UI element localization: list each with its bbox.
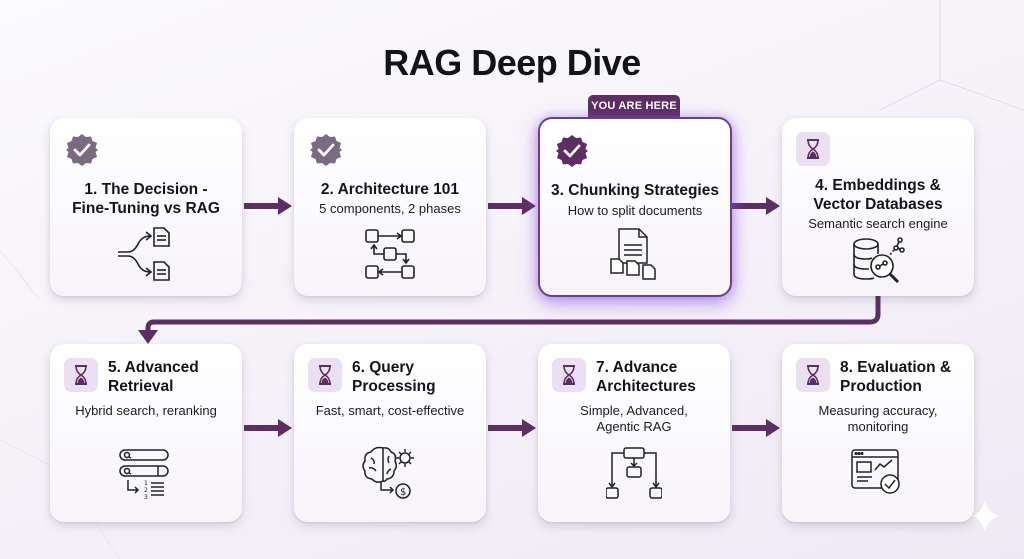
- step-title: 4. Embeddings &Vector Databases: [813, 177, 943, 213]
- hourglass-icon: [308, 358, 342, 392]
- document-split-icon: [609, 227, 661, 281]
- arrow-2-to-3: [488, 197, 536, 215]
- arrow-6-to-7: [488, 419, 536, 437]
- step-subtitle: Fast, smart, cost-effective: [315, 403, 465, 418]
- search-rerank-icon: 1 2 3: [118, 448, 174, 504]
- check-badge-icon: [66, 134, 98, 166]
- step-subtitle: How to split documents: [567, 203, 703, 218]
- svg-text:2: 2: [144, 487, 148, 494]
- hierarchy-icon: [606, 446, 662, 502]
- arrow-4-to-5: [138, 296, 881, 344]
- svg-text:1: 1: [144, 480, 148, 487]
- step-card-1[interactable]: 1. The Decision -Fine-Tuning vs RAG: [50, 118, 242, 296]
- svg-text:3: 3: [144, 494, 148, 501]
- arrow-3-to-4: [732, 197, 780, 215]
- step-title: 8. Evaluation &Production: [840, 359, 952, 395]
- step-title: 2. Architecture 101: [320, 181, 460, 198]
- step-subtitle: Simple, Advanced,Agentic RAG: [580, 403, 688, 434]
- step-subtitle: Measuring accuracy,monitoring: [818, 403, 938, 434]
- step-title: 1. The Decision -Fine-Tuning vs RAG: [72, 181, 220, 217]
- brain-gear-cost-icon: $: [361, 444, 419, 500]
- arrow-5-to-6: [244, 419, 292, 437]
- arrow-1-to-2: [244, 197, 292, 215]
- fork-documents-icon: [116, 226, 176, 282]
- step-card-8[interactable]: 8. Evaluation &Production Measuring accu…: [782, 344, 974, 522]
- you-are-here-badge: YOU ARE HERE: [588, 95, 680, 117]
- hourglass-icon: [552, 358, 586, 392]
- step-subtitle: Semantic search engine: [808, 216, 948, 231]
- step-title: 3. Chunking Strategies: [551, 182, 719, 199]
- step-card-3[interactable]: 3. Chunking Strategies How to split docu…: [538, 117, 732, 297]
- step-card-2[interactable]: 2. Architecture 101 5 components, 2 phas…: [294, 118, 486, 296]
- check-badge-icon: [310, 134, 342, 166]
- arrow-7-to-8: [732, 419, 780, 437]
- component-flow-icon: [362, 226, 418, 282]
- step-subtitle: 5 components, 2 phases: [319, 201, 461, 216]
- hourglass-icon: [796, 132, 830, 166]
- sparkle-icon: [971, 500, 999, 532]
- hourglass-icon: [64, 358, 98, 392]
- check-badge-icon: [556, 135, 588, 167]
- hourglass-icon: [796, 358, 830, 392]
- step-subtitle: Hybrid search, reranking: [75, 403, 217, 418]
- page-title: RAG Deep Dive: [383, 42, 641, 83]
- step-card-4[interactable]: 4. Embeddings &Vector Databases Semantic…: [782, 118, 974, 296]
- dashboard-check-icon: [850, 448, 906, 496]
- database-search-icon: [850, 236, 906, 288]
- svg-text:$: $: [400, 487, 406, 498]
